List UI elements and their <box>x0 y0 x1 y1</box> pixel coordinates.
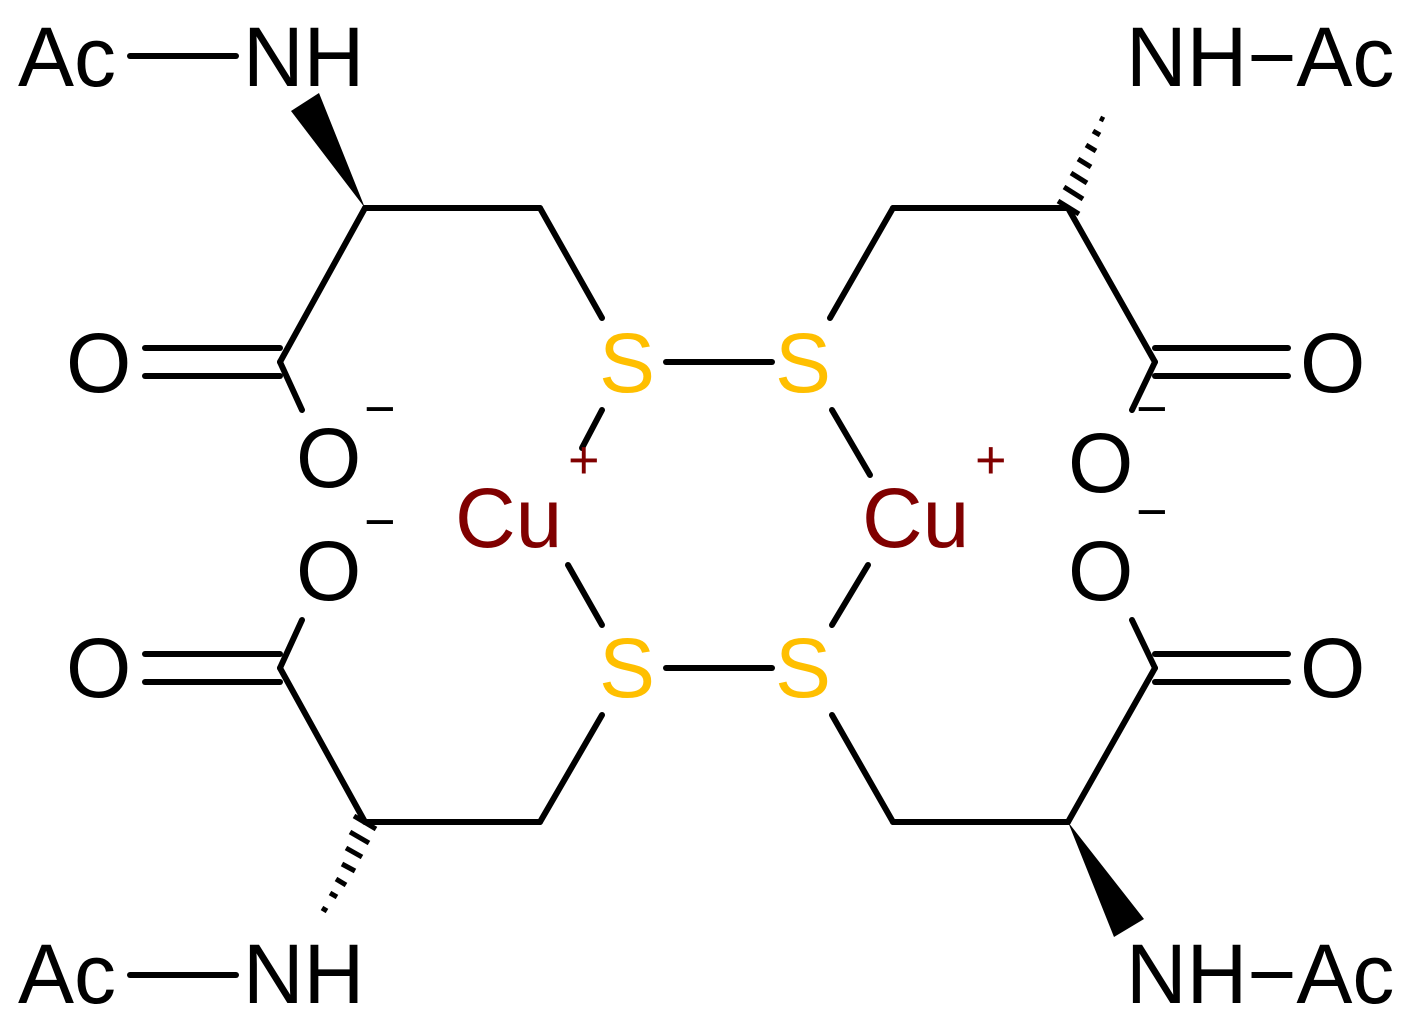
bond-carboxyl-alpha-lower-right <box>1065 665 1158 825</box>
charge-minus-lower-right: − <box>1136 482 1168 542</box>
atom-o-double-upper-right: O <box>1300 316 1365 410</box>
atom-o-double-lower-right: O <box>1300 621 1365 715</box>
atom-cu-left: Cu <box>455 471 562 565</box>
bond-layer <box>127 53 1291 978</box>
atom-ac-top-left: Ac <box>18 10 116 104</box>
bond-c-o-minus-lower-right <box>1129 617 1158 671</box>
atom-nh-ac-top-right: NH−Ac <box>1126 10 1394 104</box>
copper-label-layer: Cu Cu <box>455 471 969 565</box>
atom-o-minus-lower-left: O <box>296 524 361 618</box>
hash-bond-top-right <box>1056 115 1106 217</box>
atom-s-lower-right: S <box>775 621 831 715</box>
atom-label-layer: Ac NH NH−Ac O O O O O O O O Ac NH NH−Ac <box>18 10 1394 1021</box>
wedge-bond-top-left <box>291 93 365 208</box>
atom-nh-ac-bottom-right: NH−Ac <box>1126 927 1394 1021</box>
charge-layer: − − − − <box>364 379 1168 552</box>
atom-s-upper-left: S <box>599 316 655 410</box>
sulfur-label-layer: S S S S <box>599 316 831 715</box>
atom-nh-top-left: NH <box>243 10 364 104</box>
atom-o-minus-upper-left: O <box>296 411 361 505</box>
hash-bond-bottom-left <box>320 813 378 914</box>
bond-c-o-minus-upper-right <box>1129 359 1158 413</box>
charge-minus-upper-left: − <box>364 379 396 439</box>
atom-s-lower-left: S <box>599 621 655 715</box>
charge-minus-upper-right: − <box>1136 379 1168 439</box>
bond-s-ch2-lower-right <box>829 712 896 825</box>
atom-o-double-lower-left: O <box>66 621 131 715</box>
bond-cu-s-lower-left <box>565 562 605 628</box>
atom-ac-bottom-left: Ac <box>18 927 116 1021</box>
atom-cu-right: Cu <box>862 471 969 565</box>
atom-o-minus-lower-right: O <box>1068 524 1133 618</box>
bond-s-cu-upper-right <box>829 407 873 478</box>
bond-alpha-carboxyl-upper-right <box>1065 205 1158 365</box>
bond-carboxyl-alpha-lower-left <box>277 665 368 825</box>
bond-s-cu-upper-left <box>579 407 605 451</box>
bond-c-o-minus-lower-left <box>277 617 305 671</box>
bond-cu-s-lower-right <box>829 562 871 628</box>
bond-ch2-s-upper-left <box>537 205 605 321</box>
charge-minus-lower-left: − <box>364 492 396 552</box>
atom-s-upper-right: S <box>775 316 831 410</box>
bond-s-ch2-upper-right <box>827 205 896 321</box>
atom-o-minus-upper-right: O <box>1068 416 1133 510</box>
atom-o-double-upper-left: O <box>66 316 131 410</box>
charge-plus-cu-right: + <box>975 430 1007 490</box>
bond-c-o-minus-upper-left <box>277 359 305 413</box>
atom-nh-bottom-left: NH <box>243 927 364 1021</box>
charge-plus-cu-left: + <box>568 430 600 490</box>
wedge-bond-bottom-right <box>1068 822 1144 937</box>
copper-charge-layer: + + <box>568 430 1007 490</box>
bond-ch2-s-lower-left <box>537 712 605 825</box>
bond-alpha-carboxyl-upper-left <box>277 205 368 365</box>
